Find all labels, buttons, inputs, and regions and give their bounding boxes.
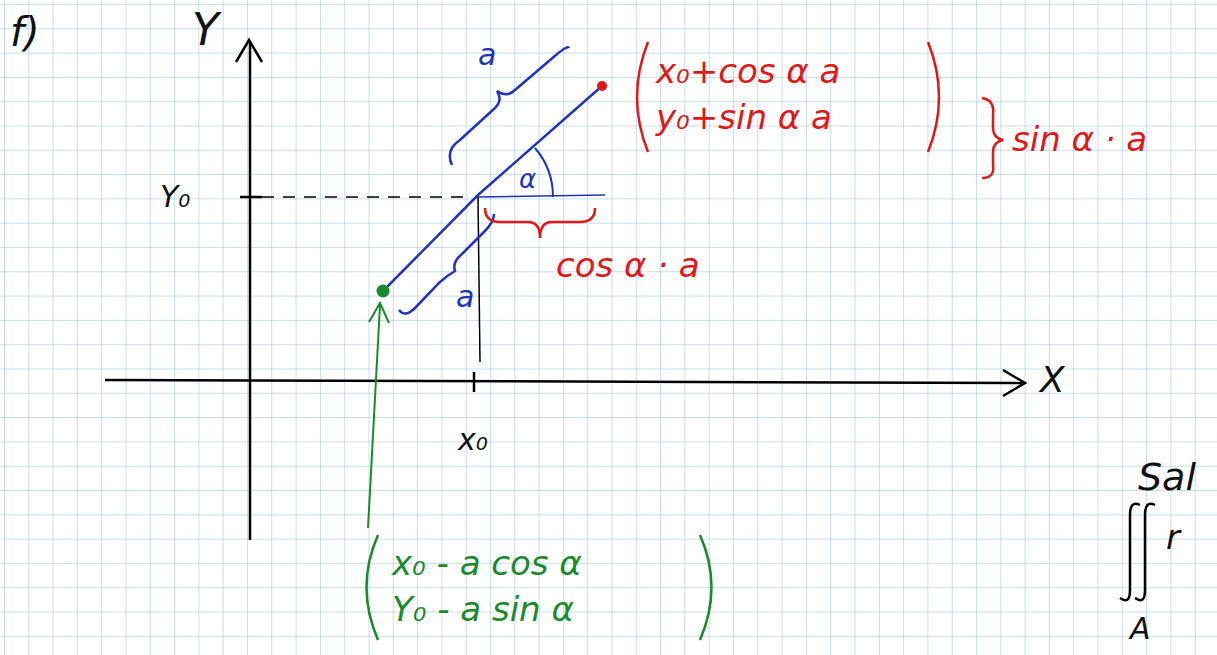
axis-label: Y: [192, 8, 219, 52]
integral-sign: [1120, 504, 1140, 600]
axis-label: X: [1040, 362, 1065, 398]
paren: [928, 42, 939, 152]
vector-component: Y₀ - a sin α: [392, 592, 574, 626]
pointer-arrowhead: [369, 303, 389, 323]
vector-component: x₀ - a cos α: [392, 546, 582, 580]
note-text: Sal: [1138, 458, 1196, 496]
start-point: [377, 285, 390, 298]
vertical-guide: [478, 197, 480, 362]
dashed-guide: [262, 196, 470, 198]
part-label: f): [10, 12, 40, 52]
tick-label: x₀: [458, 425, 488, 455]
y0-tick: [240, 196, 262, 199]
horizontal-ref: [478, 195, 605, 197]
cos-brace: [485, 208, 595, 238]
vector-component: x₀+cos α a: [656, 54, 840, 88]
dimension-label: cos α · a: [556, 248, 700, 282]
paren: [700, 535, 712, 640]
x0-tick: [473, 372, 476, 392]
sin-brace: [982, 98, 1003, 178]
y-arrowhead: [236, 40, 262, 62]
x-arrowhead: [1003, 370, 1025, 396]
angle-arc: [535, 148, 553, 197]
paren: [367, 535, 379, 640]
pointer-arrow: [368, 305, 380, 528]
length-label: a: [478, 40, 496, 70]
tick-label: Y₀: [160, 182, 190, 212]
y-axis: [249, 42, 252, 540]
dimension-label: sin α · a: [1012, 122, 1147, 156]
end-point: [597, 81, 607, 91]
length-label: a: [456, 282, 474, 312]
length-brace: [399, 214, 494, 314]
length-brace: [450, 47, 569, 165]
angle-label: α: [519, 166, 536, 192]
x-axis: [105, 380, 1022, 383]
paren: [637, 42, 648, 152]
integral-sign: [1135, 504, 1155, 600]
vector-component: y₀+sin α a: [656, 100, 832, 134]
note-text: r: [1166, 520, 1180, 554]
note-text: A: [1130, 614, 1151, 644]
